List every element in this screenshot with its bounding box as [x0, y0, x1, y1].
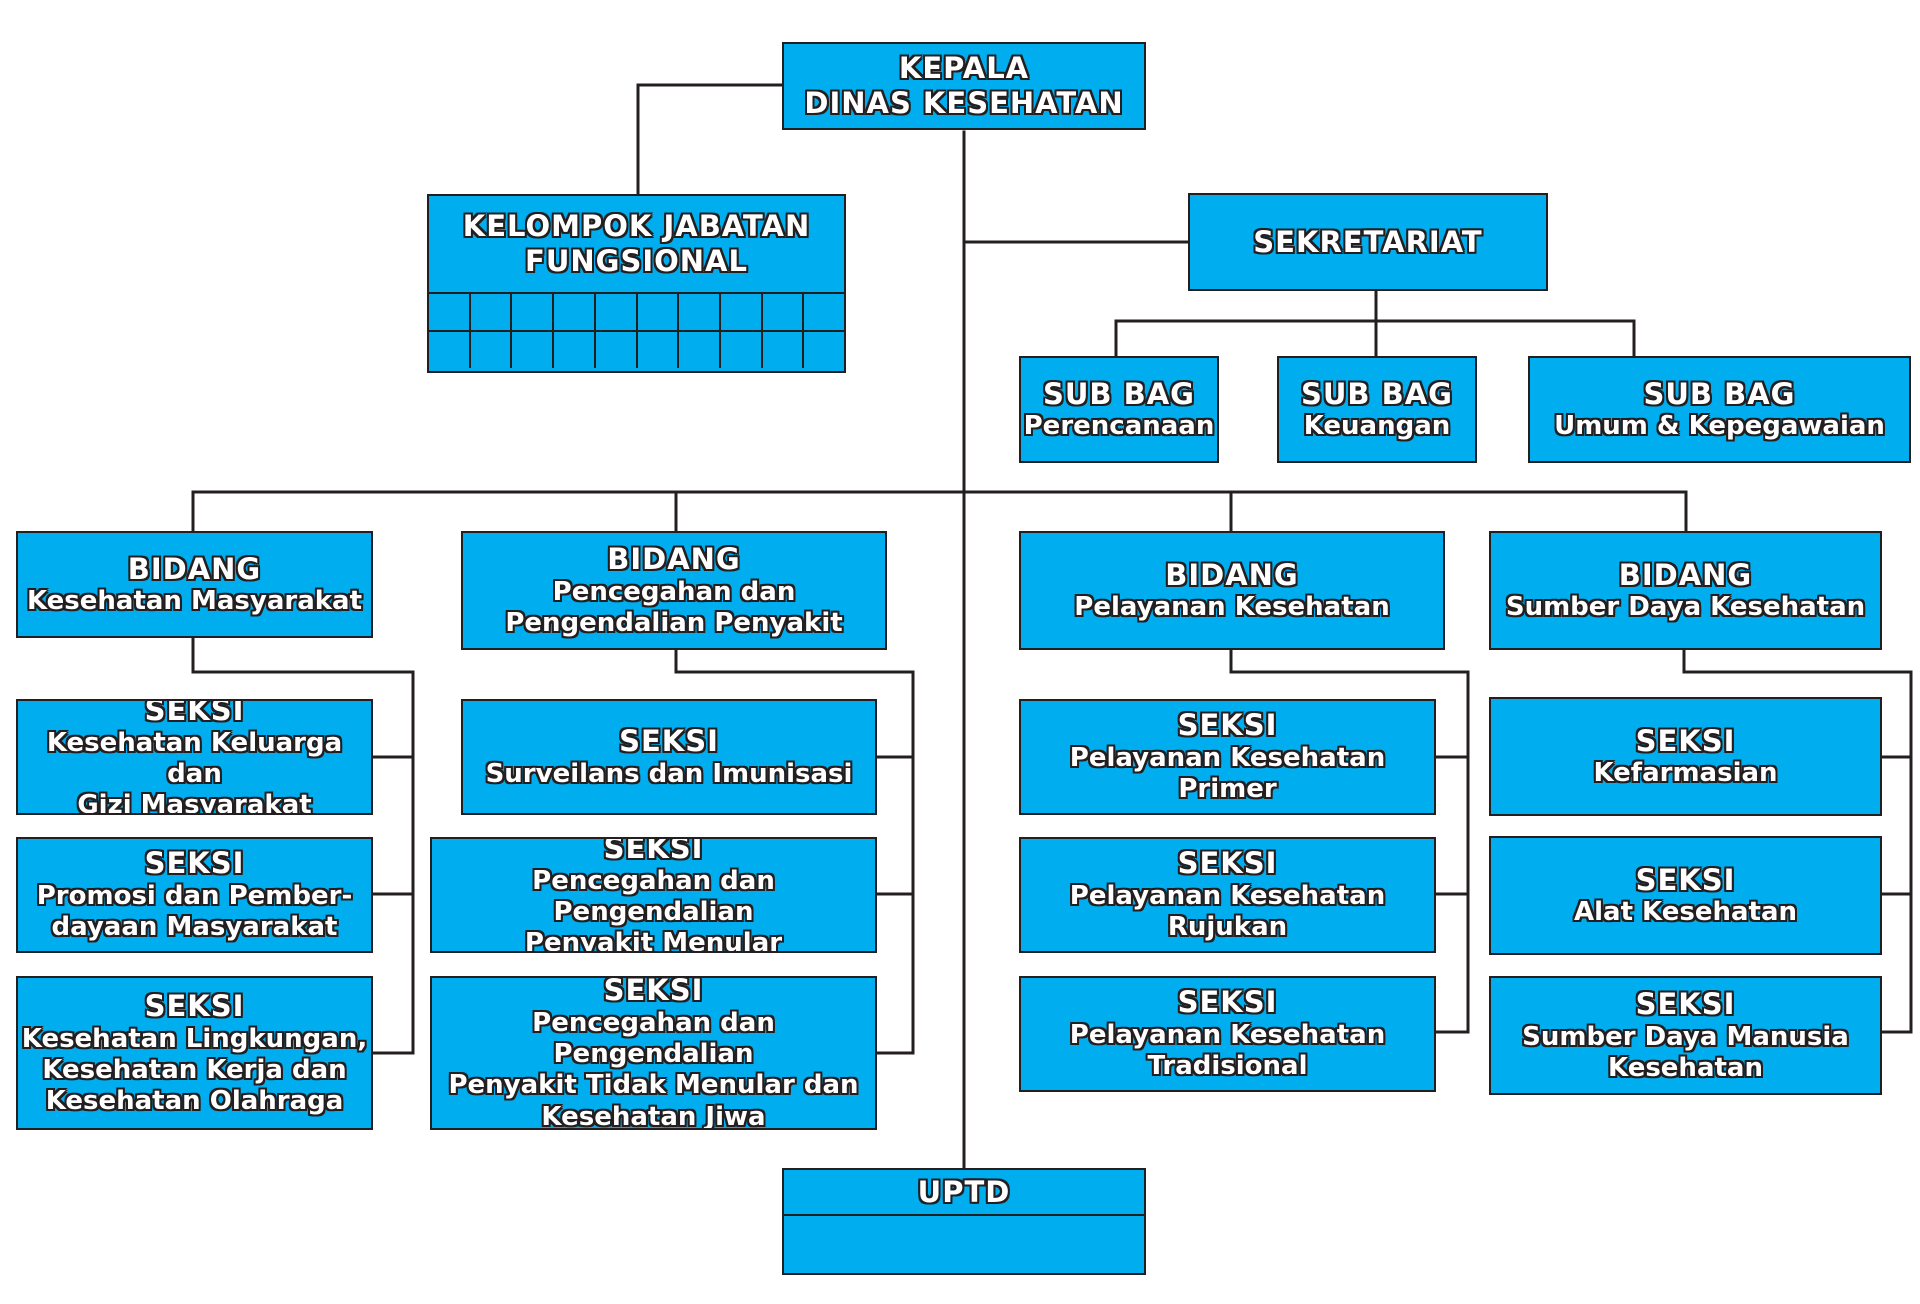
- uptd-box: UPTD: [782, 1168, 1146, 1275]
- bidang-label-line: Pelayanan Kesehatan: [1074, 592, 1390, 623]
- connector-subbag: [1114, 289, 1636, 358]
- bidang-label-line: Pencegahan dan: [552, 576, 796, 607]
- seksi-label-line: Pelayanan Kesehatan: [1069, 881, 1386, 912]
- uptd-empty-row: [784, 1214, 1144, 1273]
- seksi-label-line: Rujukan: [1167, 912, 1288, 943]
- seksi-label-line: Alat Kesehatan: [1573, 897, 1798, 928]
- connector-kepala-kelompok: [636, 83, 784, 196]
- seksi-label-line: Promosi dan Pember-: [36, 881, 353, 912]
- seksi-kesehatan-lingkungan-box: SEKSI Kesehatan Lingkungan, Kesehatan Ke…: [16, 976, 373, 1130]
- seksi-promosi-pemberdayaan-box: SEKSI Promosi dan Pember- dayaan Masyara…: [16, 837, 373, 953]
- seksi-label-line: Kesehatan Jiwa: [541, 1101, 766, 1130]
- connector-seksi-col1: [191, 635, 415, 1055]
- bidang-label-line: Pengendalian Penyakit: [505, 607, 843, 638]
- seksi-label-line: Kesehatan: [1608, 1052, 1763, 1083]
- subbag-keuangan-box: SUB BAG Keuangan: [1277, 356, 1477, 463]
- seksi-alat-kesehatan-box: SEKSI Alat Kesehatan: [1489, 836, 1882, 955]
- seksi-title: SEKSI: [1177, 708, 1278, 743]
- kepala-dinas-box: KEPALA DINAS KESEHATAN: [782, 42, 1146, 130]
- seksi-title: SEKSI: [144, 988, 245, 1023]
- seksi-title: SEKSI: [603, 976, 704, 1008]
- connector-seksi-col4: [1682, 647, 1913, 1034]
- subbag-title: SUB BAG: [1643, 376, 1796, 411]
- kelompok-title-line2: FUNGSIONAL: [525, 244, 748, 278]
- kelompok-jabatan-box: KELOMPOK JABATAN FUNGSIONAL: [427, 194, 846, 373]
- subbag-label: Perencanaan: [1023, 411, 1215, 442]
- seksi-p2-penyakit-tidak-menular-box: SEKSI Pencegahan dan Pengendalian Penyak…: [430, 976, 877, 1130]
- subbag-umum-kepegawaian-box: SUB BAG Umum & Kepegawaian: [1528, 356, 1911, 463]
- seksi-title: SEKSI: [144, 846, 245, 881]
- seksi-label-line: Kesehatan Kerja dan: [42, 1054, 347, 1085]
- seksi-title: SEKSI: [1635, 986, 1736, 1021]
- seksi-kesehatan-keluarga-box: SEKSI Kesehatan Keluarga dan Gizi Masyar…: [16, 699, 373, 815]
- seksi-sdm-kesehatan-box: SEKSI Sumber Daya Manusia Kesehatan: [1489, 976, 1882, 1095]
- bidang-title: BIDANG: [1618, 557, 1753, 592]
- seksi-label-line: Kesehatan Olahraga: [45, 1085, 344, 1116]
- bidang-pencegahan-pengendalian-box: BIDANG Pencegahan dan Pengendalian Penya…: [461, 531, 887, 650]
- seksi-label-line: Kesehatan Lingkungan,: [21, 1023, 368, 1054]
- bidang-title: BIDANG: [607, 541, 741, 576]
- seksi-label-line: Pelayanan Kesehatan: [1069, 743, 1386, 774]
- bidang-title: BIDANG: [127, 551, 262, 586]
- subbag-title: SUB BAG: [1301, 376, 1453, 411]
- subbag-perencanaan-box: SUB BAG Perencanaan: [1019, 356, 1219, 463]
- connector-seksi-col2: [674, 647, 915, 1055]
- seksi-label-line: Pencegahan dan Pengendalian: [532, 865, 775, 927]
- bidang-pelayanan-kesehatan-box: BIDANG Pelayanan Kesehatan: [1019, 531, 1445, 650]
- kelompok-grid-row-2: [429, 330, 844, 368]
- seksi-title: SEKSI: [1635, 862, 1736, 897]
- seksi-label-line: Tradisional: [1147, 1051, 1308, 1082]
- seksi-label-line: Gizi Masyarakat: [77, 790, 312, 815]
- bidang-sumber-daya-kesehatan-box: BIDANG Sumber Daya Kesehatan: [1489, 531, 1882, 650]
- seksi-pelayanan-rujukan-box: SEKSI Pelayanan Kesehatan Rujukan: [1019, 837, 1436, 953]
- seksi-pelayanan-tradisional-box: SEKSI Pelayanan Kesehatan Tradisional: [1019, 976, 1436, 1092]
- seksi-label-line: Primer: [1178, 774, 1277, 805]
- seksi-title: SEKSI: [1177, 985, 1278, 1020]
- seksi-label-line: Pelayanan Kesehatan: [1069, 1020, 1386, 1051]
- seksi-surveilans-imunisasi-box: SEKSI Surveilans dan Imunisasi: [461, 699, 877, 815]
- sekretariat-title: SEKRETARIAT: [1253, 224, 1483, 259]
- seksi-label-line: Kefarmasian: [1593, 758, 1778, 789]
- seksi-label-line: Surveilans dan Imunisasi: [485, 758, 853, 789]
- subbag-label: Keuangan: [1303, 411, 1451, 442]
- seksi-label-line: Sumber Daya Manusia: [1522, 1021, 1849, 1052]
- seksi-title: SEKSI: [1635, 723, 1736, 758]
- kepala-title-line1: KEPALA: [898, 51, 1030, 86]
- bidang-label-line: Kesehatan Masyarakat: [26, 586, 363, 617]
- bidang-kesehatan-masyarakat-box: BIDANG Kesehatan Masyarakat: [16, 531, 373, 638]
- seksi-pelayanan-primer-box: SEKSI Pelayanan Kesehatan Primer: [1019, 699, 1436, 815]
- kelompok-grid-row-1: [429, 292, 844, 330]
- seksi-label-line: Penyakit Tidak Menular dan: [448, 1070, 859, 1101]
- kelompok-title-line1: KELOMPOK JABATAN: [462, 209, 811, 244]
- subbag-label: Umum & Kepegawaian: [1554, 411, 1885, 442]
- bidang-title: BIDANG: [1165, 557, 1299, 592]
- seksi-title: SEKSI: [144, 699, 245, 727]
- seksi-kefarmasian-box: SEKSI Kefarmasian: [1489, 697, 1882, 816]
- subbag-title: SUB BAG: [1043, 376, 1195, 411]
- seksi-label-line: Penyakit Menular: [524, 928, 783, 953]
- kepala-title-line2: DINAS KESEHATAN: [804, 86, 1124, 120]
- sekretariat-box: SEKRETARIAT: [1188, 193, 1548, 291]
- uptd-title: UPTD: [917, 1174, 1011, 1209]
- seksi-title: SEKSI: [1177, 846, 1278, 881]
- seksi-p2-penyakit-menular-box: SEKSI Pencegahan dan Pengendalian Penyak…: [430, 837, 877, 953]
- seksi-label-line: Pencegahan dan Pengendalian: [532, 1008, 775, 1070]
- connector-seksi-col3: [1229, 647, 1470, 1034]
- seksi-title: SEKSI: [603, 837, 704, 865]
- connector-bidang-bar: [191, 490, 1688, 533]
- seksi-label-line: dayaan Masyarakat: [51, 912, 338, 943]
- seksi-label-line: Kesehatan Keluarga dan: [46, 727, 343, 789]
- bidang-label-line: Sumber Daya Kesehatan: [1505, 592, 1866, 623]
- seksi-title: SEKSI: [619, 724, 719, 758]
